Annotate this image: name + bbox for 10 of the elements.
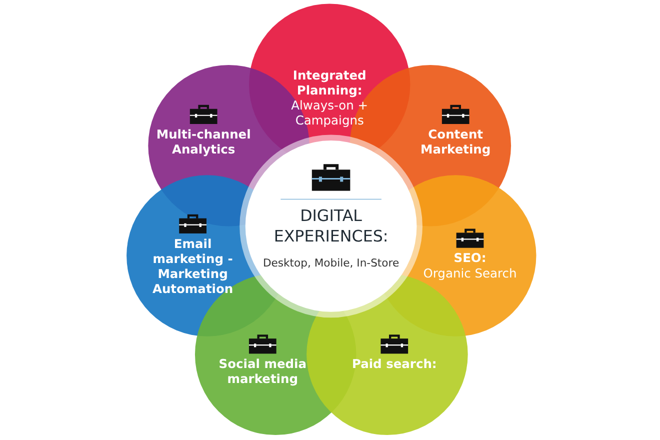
petal-heading: Paid search:	[352, 357, 437, 372]
petal-heading: Content Marketing	[420, 128, 492, 158]
center-heading: DIGITAL EXPERIENCES:	[272, 206, 390, 248]
petal-subtitle: Organic Search	[423, 266, 517, 282]
petal-heading: SEO:	[454, 251, 486, 267]
petal-heading: Multi-channel Analytics	[155, 128, 252, 158]
petal-subtitle: Always-on + Campaigns	[290, 98, 370, 130]
petal-heading: Integrated Planning:	[292, 68, 368, 99]
center-subtitle: Desktop, Mobile, In-Store	[262, 256, 400, 270]
petal-heading: Social media marketing	[218, 357, 308, 388]
